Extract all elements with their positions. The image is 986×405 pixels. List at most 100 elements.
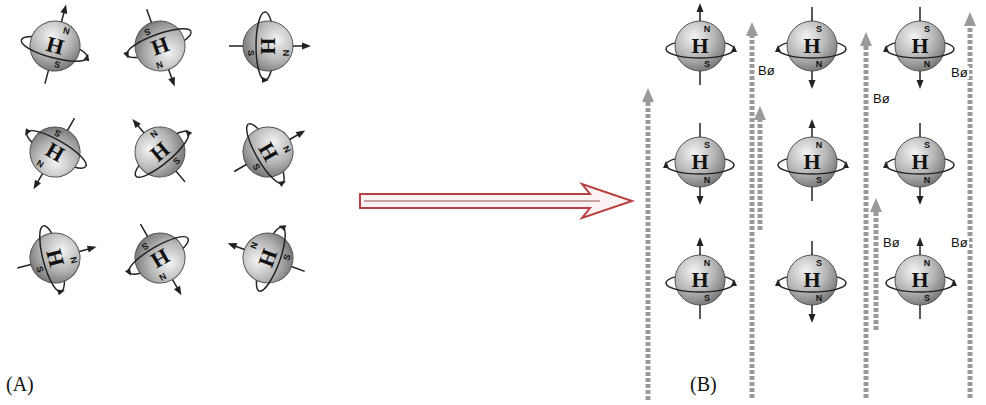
axis-south <box>147 9 152 22</box>
sphere-body <box>125 117 195 187</box>
panel-label: (A) <box>6 374 34 394</box>
spin-ring-arrowhead <box>278 178 287 187</box>
pole-label: N <box>704 259 711 268</box>
pole-label: N <box>704 176 711 185</box>
spin-sphere: HNS <box>99 197 222 320</box>
spin-sphere: HNS <box>655 1 745 91</box>
axis-arrowhead <box>697 3 704 12</box>
axis-arrowhead <box>809 314 816 323</box>
spin-ring-arrowhead <box>57 288 65 296</box>
pole-label: N <box>704 25 711 34</box>
axis-arrowhead <box>917 196 924 205</box>
spin-sphere: HNS <box>102 0 217 104</box>
axis-arrowhead <box>917 237 924 246</box>
pole-label: N <box>816 141 823 150</box>
axis-south <box>141 224 148 236</box>
axis-south <box>811 241 813 255</box>
pole-label: S <box>704 60 710 69</box>
pole-label: S <box>246 50 255 56</box>
pole-label: N <box>281 50 290 57</box>
spin-ring-arrowhead <box>883 45 889 52</box>
spin-sphere: HNS <box>97 89 224 216</box>
axis-arrowhead <box>697 237 704 246</box>
axis-south <box>17 264 31 268</box>
atom-symbol: H <box>257 37 279 54</box>
field-label: Bø <box>872 92 891 105</box>
sphere-body <box>675 21 725 71</box>
axis-arrowhead <box>174 286 185 297</box>
sphere-body <box>243 21 293 71</box>
axis-arrowhead <box>168 77 178 88</box>
field-arrow <box>874 210 879 330</box>
field-arrowheads <box>642 12 976 212</box>
spin-ring-front <box>241 124 283 187</box>
field-arrow <box>758 118 763 230</box>
axis-arrowhead <box>302 43 311 50</box>
pole-label: S <box>816 25 822 34</box>
field-label: Bø <box>757 64 776 77</box>
atom-symbol: H <box>803 269 820 291</box>
sphere-body <box>126 224 194 292</box>
axis-south <box>919 305 921 319</box>
axis-south <box>919 123 921 137</box>
axis-south <box>291 267 304 272</box>
spin-ring-arrowhead <box>278 223 287 231</box>
pole-label: S <box>816 176 822 185</box>
sphere-body <box>236 226 300 290</box>
axis-south <box>229 45 243 47</box>
atom-symbol: H <box>911 151 928 173</box>
sphere-body <box>675 137 725 187</box>
axis-arrowhead <box>130 117 141 128</box>
sphere-body <box>675 255 725 305</box>
axis-south <box>811 187 813 201</box>
field-arrowhead <box>642 88 654 102</box>
field-arrowhead <box>870 198 882 212</box>
pole-label: S <box>816 259 822 268</box>
axis-arrowhead <box>697 196 704 205</box>
pole-label: S <box>704 141 710 150</box>
pole-label: S <box>924 25 930 34</box>
sphere-body <box>895 21 945 71</box>
spin-sphere: HNS <box>655 117 745 207</box>
sphere-body <box>787 21 837 71</box>
pole-label: N <box>816 294 823 303</box>
spin-ring-arrowhead <box>883 161 889 168</box>
spin-sphere: HN S <box>223 1 313 91</box>
spin-ring-arrowhead <box>775 45 781 52</box>
field-arrowhead <box>746 22 758 36</box>
pole-label: N <box>924 60 931 69</box>
axis-arrowhead <box>87 243 98 252</box>
axis-south <box>699 123 701 137</box>
sphere-body <box>787 137 837 187</box>
axis-south <box>811 7 813 21</box>
spin-sphere: HNS <box>767 1 857 91</box>
axis-south <box>45 70 49 84</box>
sphere-body <box>24 227 85 288</box>
axis-arrowhead <box>60 4 69 15</box>
transition-arrow-core <box>364 200 600 202</box>
field-arrow <box>864 44 869 398</box>
axis-south <box>234 165 246 172</box>
sphere-body <box>234 118 302 186</box>
panel-label: (B) <box>690 374 717 394</box>
pole-label: N <box>924 259 931 268</box>
field-arrowhead <box>754 106 766 120</box>
field-label: Bø <box>950 66 969 79</box>
axis-arrowhead <box>226 240 237 250</box>
axis-arrowhead <box>30 180 41 191</box>
spin-ring-arrowhead <box>951 279 957 286</box>
atom-symbol: H <box>691 269 708 291</box>
atom-symbol: H <box>803 151 820 173</box>
sphere-body <box>128 14 192 78</box>
spin-sphere: HNS <box>875 117 965 207</box>
sphere-body <box>21 118 89 186</box>
sphere-body <box>895 137 945 187</box>
axis-south <box>699 71 701 85</box>
spin-sphere: HN S <box>767 117 857 207</box>
field-arrowhead <box>860 32 872 46</box>
spin-ring-arrowhead <box>123 51 131 60</box>
axis-south <box>68 118 75 130</box>
pole-label: S <box>704 294 710 303</box>
spin-sphere: HNS <box>207 91 330 214</box>
